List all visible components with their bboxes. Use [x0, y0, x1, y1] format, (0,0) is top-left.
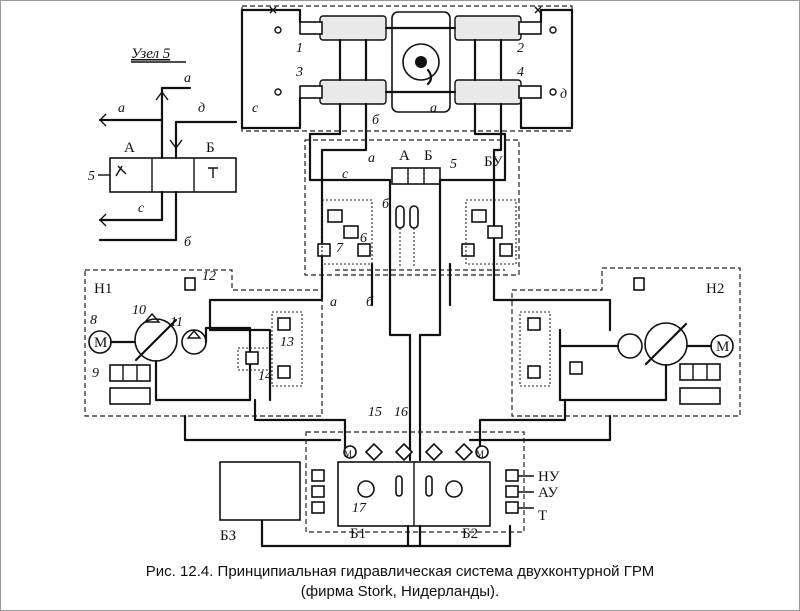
bu-to-pumps: а б	[208, 178, 612, 382]
inset-valve-a: А	[124, 140, 135, 156]
valve-a-label: А	[399, 148, 410, 164]
label-c-bu: с	[342, 167, 349, 182]
label-a-bu: а	[368, 151, 375, 166]
motor-tank-right: М	[476, 449, 484, 459]
tank-block: М М 15 16 17 НУ АУ Т Б1 Б2	[260, 405, 560, 548]
label-b-low: б	[366, 295, 374, 310]
inset-line-a2: а	[118, 101, 125, 116]
temp-label: Т	[538, 508, 547, 524]
inset-valve-b: Б	[206, 140, 215, 156]
label-11: 11	[170, 315, 183, 330]
motor-left: М	[94, 335, 107, 351]
label-c-top: с	[252, 101, 259, 116]
level-label: НУ	[538, 469, 560, 485]
b2-label: Б2	[462, 526, 478, 542]
label-10: 10	[132, 303, 146, 318]
inset-line-a1: а	[184, 71, 191, 86]
inset-line-c: с	[138, 201, 145, 216]
inset-title: Узел 5	[131, 46, 171, 62]
label-2: 2	[517, 41, 524, 56]
label-7: 7	[336, 241, 344, 256]
b3-label: БЗ	[220, 528, 236, 544]
inset-line-b: б	[184, 235, 192, 250]
motor-right: М	[716, 339, 729, 355]
label-8: 8	[90, 313, 97, 328]
label-3: 3	[295, 65, 303, 80]
figure-caption-line1: Рис. 12.4. Принципиальная гидравлическая…	[145, 563, 655, 580]
label-5: 5	[450, 157, 457, 172]
return-pipes	[183, 378, 612, 462]
label-16: 16	[394, 405, 408, 420]
inset-line-d: д	[198, 101, 205, 116]
inset-node-5: Узел 5 А Б 5 а а д с б	[88, 46, 238, 250]
valve-b-label: Б	[424, 148, 433, 164]
pump-unit-h1: Н1 12 М 8 10 11 9 13 14	[84, 269, 323, 417]
motor-tank-left: М	[344, 449, 352, 459]
pump-unit-h2: Н2 М	[511, 267, 741, 417]
label-15: 15	[368, 405, 382, 420]
label-d-top: д	[560, 87, 567, 102]
label-b-bu: б	[382, 197, 390, 212]
inset-item-5: 5	[88, 169, 95, 184]
label-1: 1	[296, 41, 303, 56]
h1-label: Н1	[94, 281, 112, 297]
label-b-mid: б	[372, 113, 380, 128]
bu-label: БУ	[484, 154, 503, 170]
cylinder-pipes: б а а с	[308, 101, 507, 272]
h2-label: Н2	[706, 281, 724, 297]
label-6: 6	[360, 231, 367, 246]
b1-label: Б1	[350, 526, 366, 542]
label-12: 12	[202, 269, 216, 284]
figure-caption-line2: (фирма Stork, Нидерланды).	[300, 583, 500, 600]
label-4: 4	[517, 65, 524, 80]
control-unit-bu: А Б 5 БУ 6 7 б	[304, 139, 520, 276]
label-9: 9	[92, 366, 99, 381]
label-a-mid: а	[430, 101, 437, 116]
alarm-label: АУ	[538, 485, 559, 501]
label-13: 13	[280, 335, 294, 350]
label-17: 17	[352, 501, 367, 516]
label-14: 14	[258, 369, 272, 384]
label-a-low: а	[330, 295, 337, 310]
rudder-cylinders: 1 2 3 4 с д	[240, 5, 574, 132]
storage-tank-b3: БЗ	[219, 461, 301, 544]
